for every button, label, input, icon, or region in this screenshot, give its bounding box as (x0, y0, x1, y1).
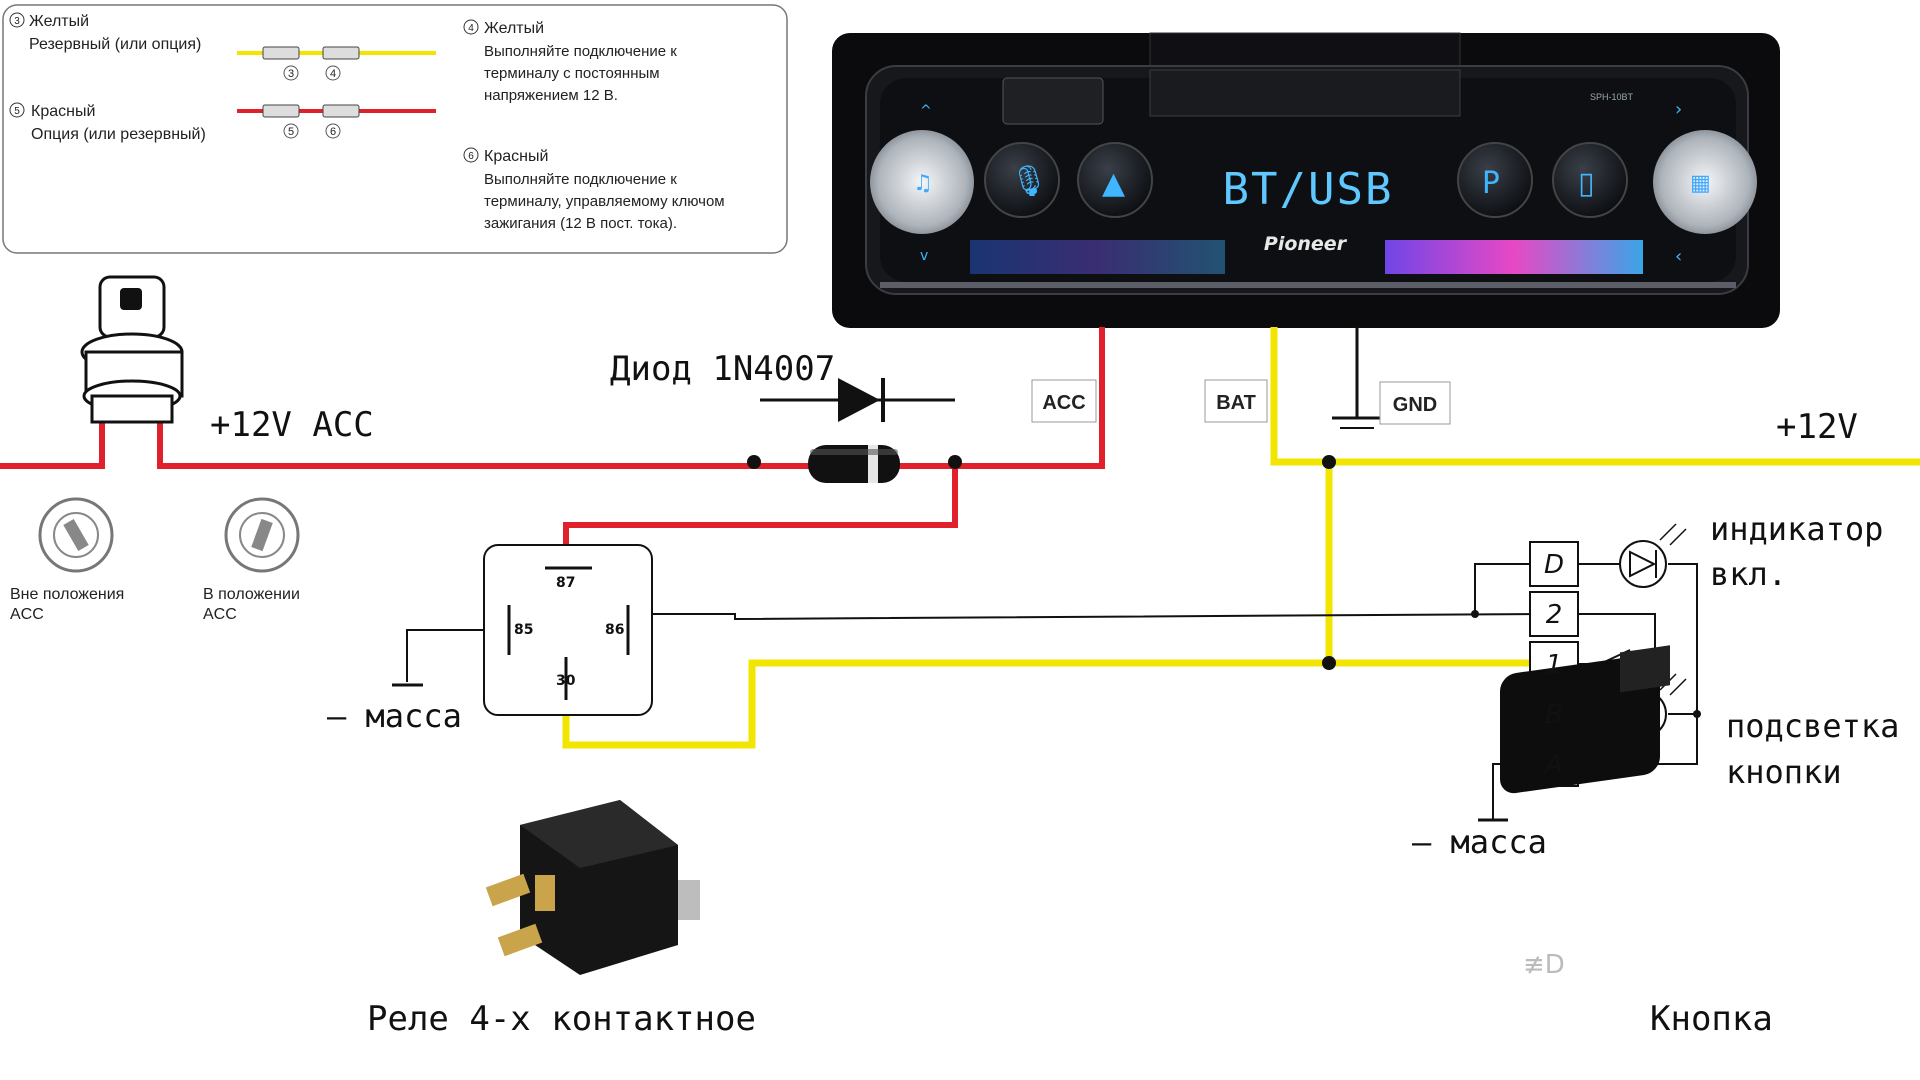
legend-item6-title: Красный (484, 148, 548, 165)
headunit-brand: Pioneer (1264, 233, 1348, 255)
key-position-off-icon (38, 497, 114, 573)
ground-left-label: – масса (327, 697, 462, 735)
legend-item4-title: Желтый (484, 20, 544, 37)
switch-pin-1: 1 (1546, 650, 1563, 680)
legend-item6-num: 6 (468, 151, 474, 162)
phone-knob (1552, 142, 1628, 218)
connector-num-5: 5 (288, 126, 294, 138)
fog-light-icon: ≢D (1523, 950, 1565, 980)
chevron-up-icon: ^ (920, 103, 932, 119)
connector-3-icon (262, 46, 300, 60)
gnd-label-box: GND (1379, 381, 1451, 425)
key-on-label-1: В положении (203, 586, 300, 603)
diode-label: Диод 1N4007 (610, 349, 835, 389)
button-caption: Кнопка (1650, 999, 1773, 1039)
acc-label: ACC (1042, 392, 1085, 414)
voice-knob (1077, 142, 1153, 218)
bat-label-box: BAT (1204, 379, 1268, 423)
mic-knob (984, 142, 1060, 218)
chevron-left-icon: ‹ (1675, 246, 1682, 267)
triangle-icon: ▲ (1102, 166, 1125, 201)
headunit-display: BT/USB (1223, 164, 1394, 215)
diode-symbol (760, 378, 955, 483)
key-position-acc-icon (224, 497, 300, 573)
p-knob (1457, 142, 1533, 218)
legend-item3-title: Желтый (29, 13, 89, 30)
backlight-label-1: подсветка (1726, 707, 1899, 745)
switch-pin-2: 2 (1546, 600, 1563, 630)
relay-photo (485, 800, 700, 975)
key-off-label-2: ACC (10, 606, 44, 623)
relay-pin-85: 85 (514, 622, 533, 638)
bat-label: BAT (1216, 392, 1256, 414)
connector-6-icon (322, 104, 360, 118)
legend-item3-desc: Резервный (или опция) (29, 36, 201, 53)
music-icon: ♫ (913, 171, 933, 196)
indicator-led-symbol (1619, 540, 1667, 588)
button-photo: ≢D (1500, 645, 1670, 980)
indicator-label-1: индикатор (1710, 510, 1883, 548)
switch-pin-B: B (1545, 700, 1563, 730)
v12-acc-label: +12V ACC (210, 405, 374, 445)
legend-item6-line-1: Выполняйте подключение к (484, 171, 677, 188)
connector-4-icon (322, 46, 360, 60)
legend-item4-line-1: Выполняйте подключение к (484, 43, 677, 60)
headunit-model: SPH-10BT (1590, 92, 1634, 102)
relay-pin-87: 87 (556, 575, 575, 591)
connector-num-4: 4 (330, 68, 336, 80)
v12-label: +12V (1776, 407, 1858, 447)
legend-item4-line-2: терминалу с постоянным (484, 65, 660, 82)
phone-icon: ▯ (1578, 166, 1595, 201)
connector-5-icon (262, 104, 300, 118)
legend-item4-line-3: напряжением 12 В. (484, 87, 618, 104)
key-off-label-1: Вне положения (10, 586, 124, 603)
legend-item5-num: 5 (14, 106, 20, 117)
connector-legend: 3 Желтый Резервный (или опция) 5 Красный… (2, 4, 788, 254)
connector-num-3: 3 (288, 68, 294, 80)
legend-item3-num: 3 (14, 16, 20, 27)
mic-icon: 🎙 (1010, 164, 1048, 199)
ignition-switch-icon (80, 275, 184, 424)
ground-right-label: – масса (1412, 823, 1547, 861)
indicator-label-2: вкл. (1710, 555, 1787, 593)
legend-item4-num: 4 (468, 23, 474, 34)
legend-item5-title: Красный (31, 103, 95, 120)
left-chrome-button (870, 130, 974, 234)
key-on-label-2: ACC (203, 606, 237, 623)
legend-item5-desc: Опция (или резервный) (31, 126, 206, 143)
gnd-label: GND (1393, 394, 1437, 416)
legend-item6-line-3: зажигания (12 В пост. тока). (484, 215, 677, 232)
relay-pin-86: 86 (605, 622, 624, 638)
pioneer-head-unit: SPH-10BT ♫ ▦ 🎙 ▲ P ▯ BT/USB Pioneer ^ v … (832, 32, 1780, 328)
relay-caption: Реле 4-х контактное (367, 999, 756, 1039)
relay-pin-30: 30 (556, 673, 576, 689)
switch-pin-D: D (1544, 550, 1564, 580)
right-chrome-button (1653, 130, 1757, 234)
grid-icon: ▦ (1690, 171, 1711, 196)
p-icon: P (1482, 166, 1500, 201)
legend-item6-line-2: терминалу, управляемому ключом (484, 193, 725, 210)
relay-symbol (483, 544, 653, 716)
switch-pin-A: A (1543, 750, 1563, 780)
chevron-right-icon: › (1675, 99, 1682, 120)
connector-num-6: 6 (330, 126, 336, 138)
backlight-label-2: кнопки (1726, 753, 1842, 791)
chevron-down-icon: v (920, 248, 928, 264)
acc-label-box: ACC (1031, 379, 1097, 423)
